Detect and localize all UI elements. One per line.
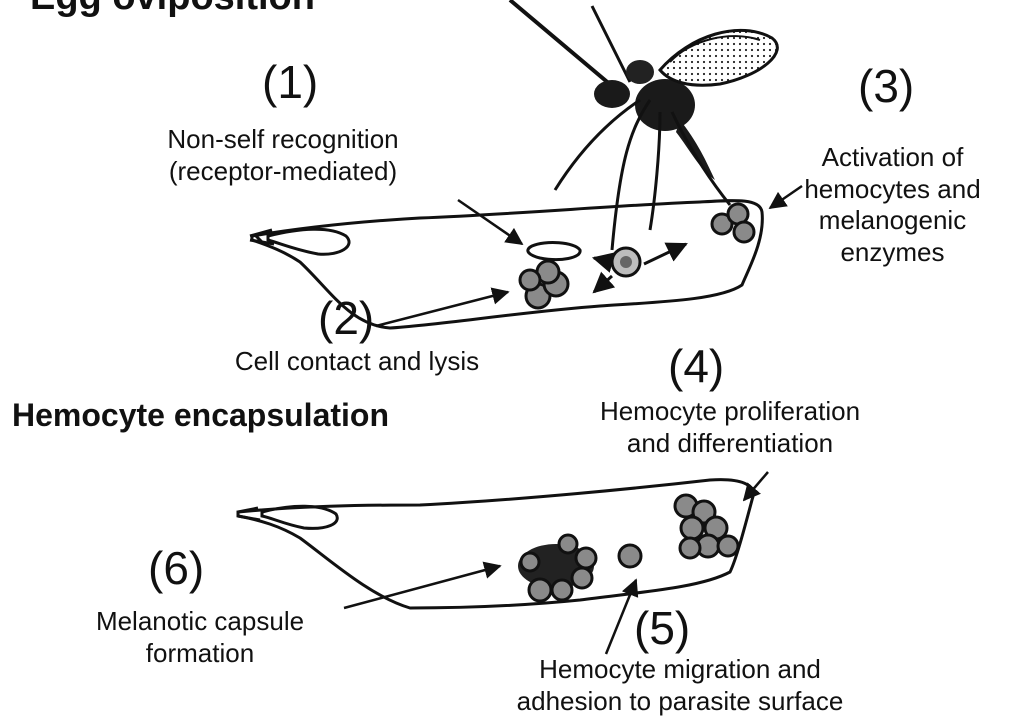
step-2-line-1: Cell contact and lysis bbox=[192, 346, 522, 378]
step-6-description: Melanotic capsule formation bbox=[60, 606, 340, 669]
step-4-line-2: and differentiation bbox=[560, 428, 900, 460]
arrow-egg-left-down bbox=[594, 276, 612, 292]
top-heading-partial: Egg oviposition bbox=[30, 0, 315, 20]
step-3-line-2: hemocytes and bbox=[780, 174, 1005, 206]
hemocyte-cluster-upper-left bbox=[520, 261, 568, 308]
step-2-number: (2) bbox=[318, 290, 374, 346]
hemocyte-cluster-upper-right bbox=[712, 204, 754, 242]
step-3-line-4: enzymes bbox=[780, 237, 1005, 269]
pointer-step-5 bbox=[606, 580, 636, 654]
step-2-description: Cell contact and lysis bbox=[192, 346, 522, 378]
step-5-line-1: Hemocyte migration and bbox=[470, 654, 890, 686]
pointer-step-1 bbox=[458, 200, 522, 244]
step-1-line-2: (receptor-mediated) bbox=[138, 156, 428, 188]
step-3-line-3: melanogenic bbox=[780, 205, 1005, 237]
step-4-line-1: Hemocyte proliferation bbox=[560, 396, 900, 428]
step-3-description: Activation of hemocytes and melanogenic … bbox=[780, 142, 1005, 269]
step-5-description: Hemocyte migration and adhesion to paras… bbox=[470, 654, 890, 717]
arrow-egg-left-up bbox=[594, 258, 610, 262]
step-1-description: Non-self recognition (receptor-mediated) bbox=[138, 124, 428, 187]
step-4-description: Hemocyte proliferation and differentiati… bbox=[560, 396, 900, 459]
hemocyte-cluster-lower-right bbox=[675, 495, 738, 558]
step-3-number: (3) bbox=[858, 58, 914, 114]
step-6-number: (6) bbox=[148, 540, 204, 596]
egg-upper bbox=[612, 248, 640, 276]
step-6-line-2: formation bbox=[60, 638, 340, 670]
step-3-line-1: Activation of bbox=[780, 142, 1005, 174]
step-5-line-2: adhesion to parasite surface bbox=[470, 686, 890, 718]
melanotic-capsule bbox=[518, 535, 596, 601]
pointer-step-2 bbox=[376, 292, 508, 326]
step-6-line-1: Melanotic capsule bbox=[60, 606, 340, 638]
hemocyte-migrating bbox=[619, 545, 641, 567]
step-4-number: (4) bbox=[668, 338, 724, 394]
parasitoid-egg-outline bbox=[528, 243, 580, 260]
section-heading: Hemocyte encapsulation bbox=[12, 396, 389, 435]
arrow-egg-right bbox=[644, 244, 686, 264]
step-5-number: (5) bbox=[634, 600, 690, 656]
step-1-number: (1) bbox=[262, 54, 318, 110]
step-1-line-1: Non-self recognition bbox=[138, 124, 428, 156]
